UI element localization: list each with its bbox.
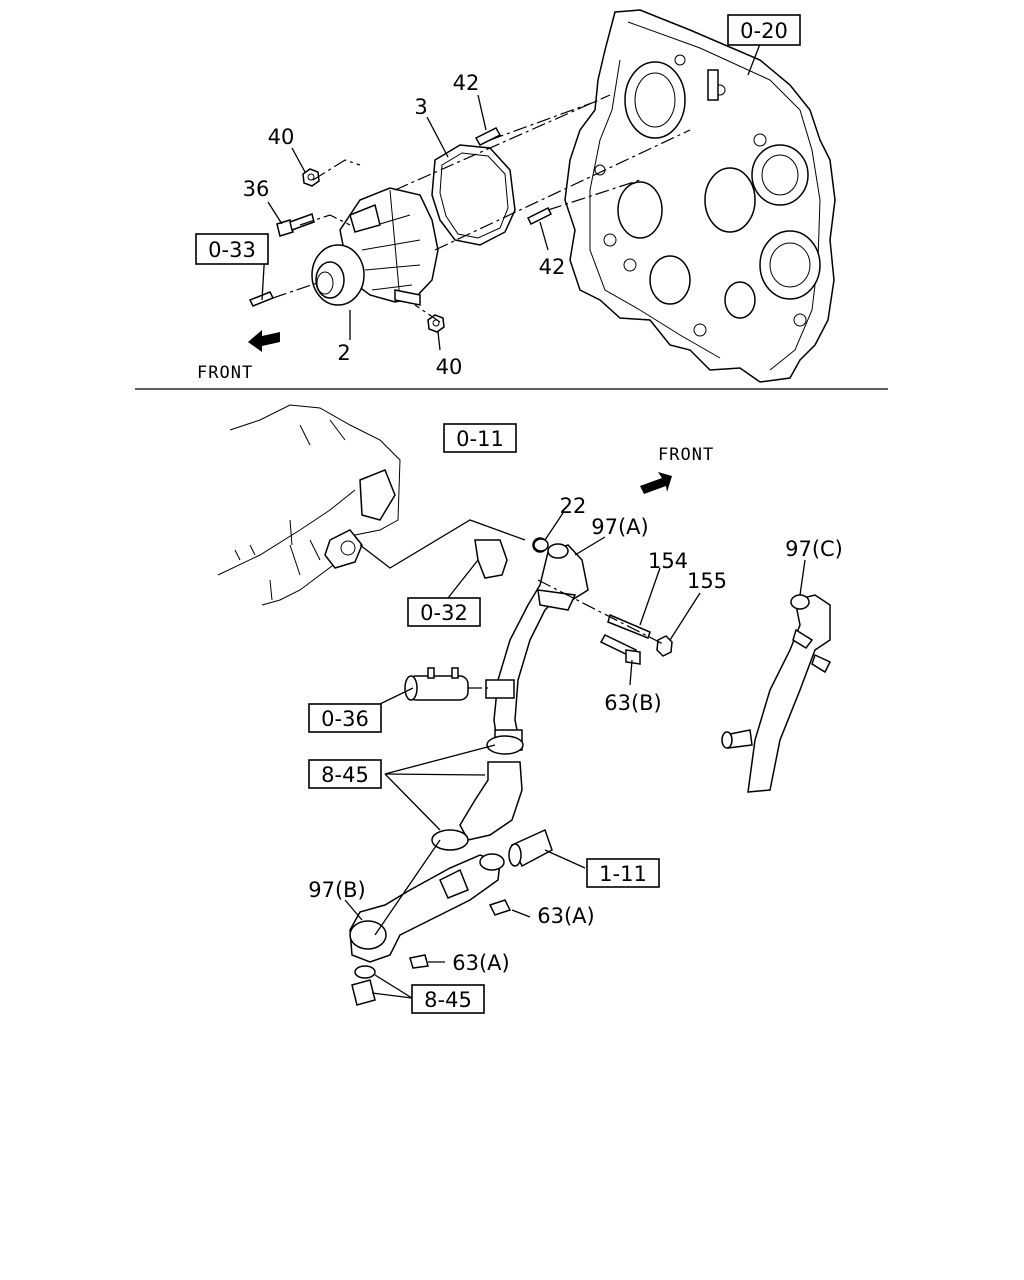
svg-text:1-11: 1-11 <box>599 862 647 886</box>
callout-40-lower: 40 <box>436 355 463 379</box>
ref-box-0-36: 0-36 <box>308 703 382 733</box>
ref-box-0-11: 0-11 <box>443 423 517 453</box>
callout-97b: 97(B) <box>308 878 366 902</box>
svg-text:8-45: 8-45 <box>424 988 472 1012</box>
callout-2: 2 <box>337 341 350 365</box>
svg-text:8-45: 8-45 <box>321 763 369 787</box>
callout-155: 155 <box>687 569 727 593</box>
small-hose-drawing <box>351 965 376 1006</box>
callout-40-upper: 40 <box>268 125 295 149</box>
svg-text:0-20: 0-20 <box>740 19 788 43</box>
front-label-top: FRONT <box>197 363 253 383</box>
thermostat-drawing <box>404 667 515 701</box>
water-pump-drawing <box>311 187 439 306</box>
cylinder-block-drawing <box>217 404 401 606</box>
ref-box-0-20: 0-20 <box>727 14 801 46</box>
callout-42-upper: 42 <box>453 71 480 95</box>
front-label-bottom: FRONT <box>658 445 714 465</box>
callout-97a: 97(A) <box>591 515 648 539</box>
callout-154: 154 <box>648 549 688 573</box>
ref-box-8-45-lower: 8-45 <box>411 984 485 1014</box>
pipe-97b-drawing <box>349 853 505 963</box>
fasteners-top <box>248 127 553 333</box>
leader-lines-bottom <box>344 512 806 999</box>
svg-text:0-33: 0-33 <box>208 238 256 262</box>
callout-22: 22 <box>560 494 587 518</box>
gasket-drawing <box>431 144 516 246</box>
ref-box-0-33: 0-33 <box>195 233 269 265</box>
callout-97c: 97(C) <box>785 537 843 561</box>
svg-text:0-11: 0-11 <box>456 427 504 451</box>
pipe-1-11-drawing <box>508 828 553 868</box>
hose-8-45-drawing <box>431 735 524 851</box>
front-arrow-icon <box>248 330 280 352</box>
callout-36: 36 <box>243 177 270 201</box>
svg-text:0-32: 0-32 <box>420 601 468 625</box>
callout-3: 3 <box>414 95 427 119</box>
timing-case-drawing <box>564 9 836 383</box>
callout-63b: 63(B) <box>604 691 662 715</box>
svg-text:0-36: 0-36 <box>321 707 369 731</box>
callout-42-lower: 42 <box>539 255 566 279</box>
pipe-97c-drawing <box>721 594 832 793</box>
ref-box-1-11: 1-11 <box>586 858 660 888</box>
ref-box-0-32: 0-32 <box>407 597 481 627</box>
pipe-97a-drawing <box>474 537 589 753</box>
callout-63a-lower: 63(A) <box>452 951 509 975</box>
callout-63a-upper: 63(A) <box>537 904 594 928</box>
ref-box-8-45-upper: 8-45 <box>308 759 382 789</box>
front-arrow-icon <box>640 472 672 494</box>
